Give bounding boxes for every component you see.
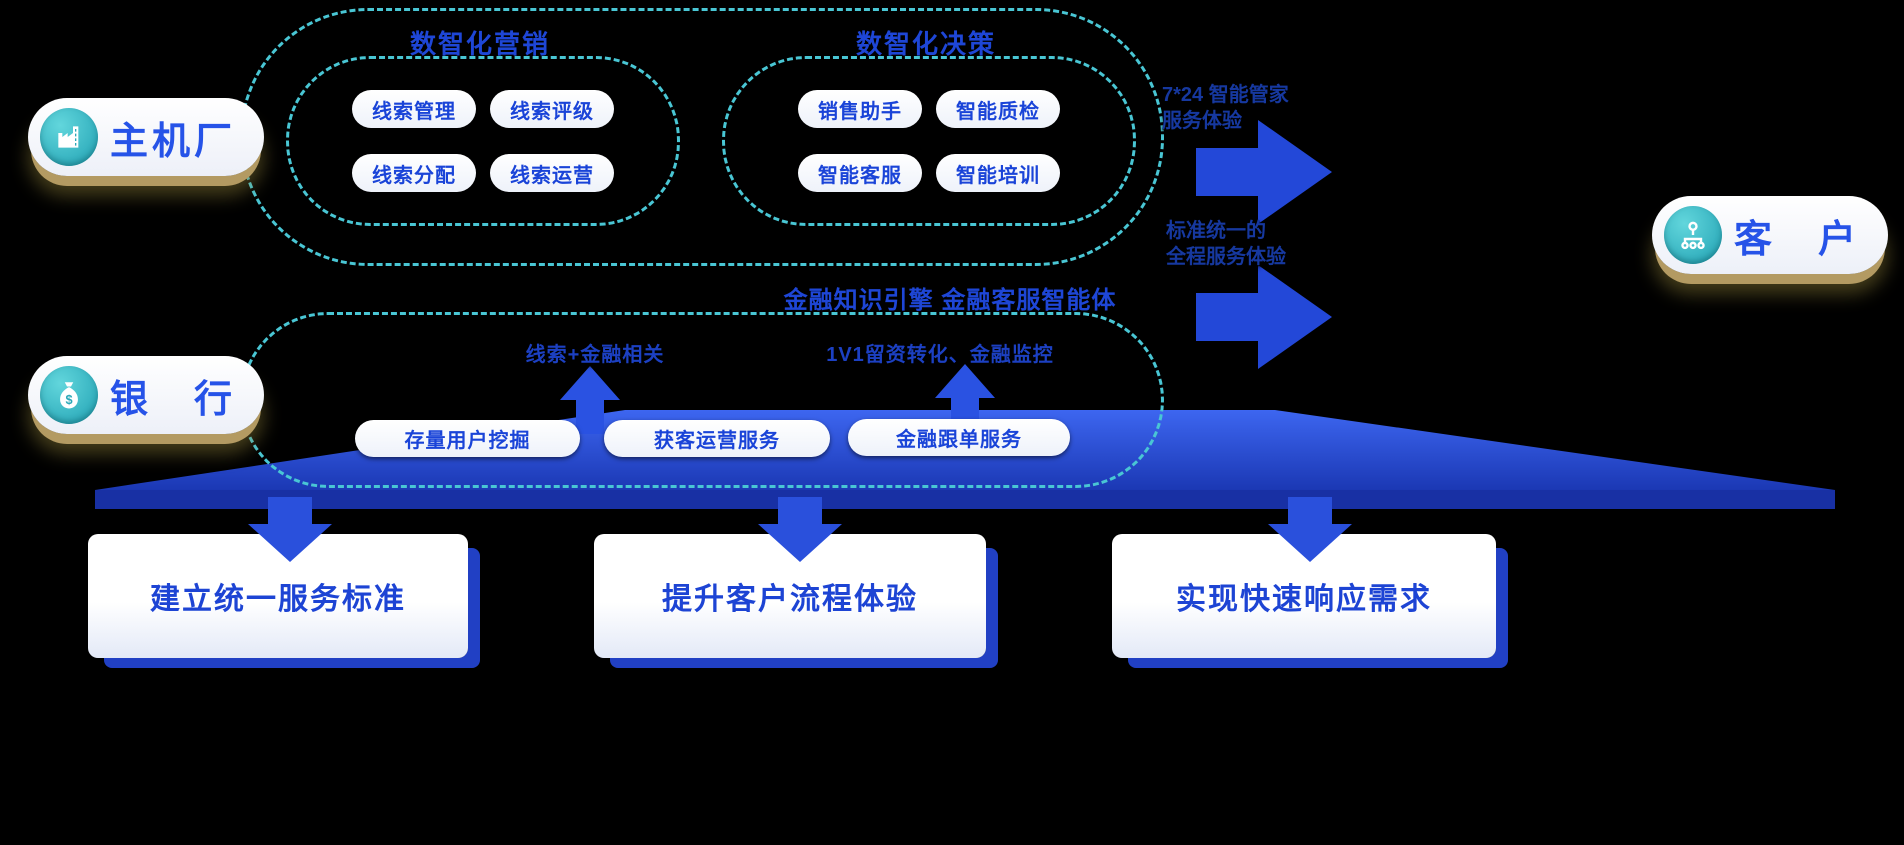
- marketing-section-title: 数智化营销: [409, 29, 550, 59]
- pill-lead-rating: 线索评级: [490, 90, 614, 128]
- right-arrow-1-icon: [1196, 120, 1332, 224]
- pill-financial-followup: 金融跟单服务: [848, 419, 1070, 456]
- entity-oem-label: 主机厂: [110, 120, 237, 163]
- entity-customer-label: 客 户: [1734, 218, 1861, 261]
- pill-lead-operation: 线索运营: [490, 154, 614, 192]
- engine-text: 金融知识引擎 金融客服智能体: [783, 287, 1117, 314]
- pill-lead-distribution: 线索分配: [352, 154, 476, 192]
- decision-pill-row: 销售助手 智能质检: [798, 90, 1060, 128]
- right-arrow-1-label: 7*24 智能管家 服务体验: [1162, 82, 1362, 134]
- pill-smart-qc: 智能质检: [936, 90, 1060, 128]
- marketing-pill-row: 线索管理 线索评级: [352, 90, 614, 128]
- entity-customer: 客 户: [1652, 196, 1889, 274]
- decision-section-title: 数智化决策: [855, 29, 996, 59]
- pill-smart-training: 智能培训: [936, 154, 1060, 192]
- pill-smart-service: 智能客服: [798, 154, 922, 192]
- factory-icon: [40, 108, 98, 166]
- bank-note-right: 1V1留资转化、金融监控: [826, 344, 1054, 366]
- bottom-card-fast-response: 实现快速响应需求: [1112, 534, 1496, 658]
- platform-front-face: [95, 490, 1835, 509]
- right-arrow-1-line2: 服务体验: [1162, 110, 1242, 132]
- bottom-card-customer-experience: 提升客户流程体验: [594, 534, 986, 658]
- pill-sales-assistant: 销售助手: [798, 90, 922, 128]
- pill-existing-user-mining: 存量用户挖掘: [355, 420, 580, 457]
- money-bag-icon: $: [40, 366, 98, 424]
- entity-bank: $ 银 行: [28, 356, 265, 434]
- svg-text:$: $: [65, 392, 72, 407]
- marketing-pill-row: 线索分配 线索运营: [352, 154, 614, 192]
- bank-note-left: 线索+金融相关: [525, 344, 665, 366]
- right-arrow-1-line1: 7*24 智能管家: [1162, 84, 1289, 106]
- pill-acquisition-operation: 获客运营服务: [604, 420, 830, 457]
- right-arrow-2-label: 标准统一的 全程服务体验: [1166, 218, 1366, 270]
- pill-lead-management: 线索管理: [352, 90, 476, 128]
- right-arrow-2-line1: 标准统一的: [1166, 220, 1266, 242]
- entity-bank-label: 银 行: [110, 378, 237, 421]
- decision-box: 销售助手 智能质检 智能客服 智能培训: [722, 56, 1136, 226]
- decision-pill-row: 智能客服 智能培训: [798, 154, 1060, 192]
- org-icon: [1664, 206, 1722, 264]
- entity-oem: 主机厂: [28, 98, 265, 176]
- right-arrow-2-icon: [1196, 265, 1332, 369]
- bottom-card-unified-standard: 建立统一服务标准: [88, 534, 468, 658]
- marketing-box: 线索管理 线索评级 线索分配 线索运营: [286, 56, 680, 226]
- right-arrow-2-line2: 全程服务体验: [1166, 246, 1286, 268]
